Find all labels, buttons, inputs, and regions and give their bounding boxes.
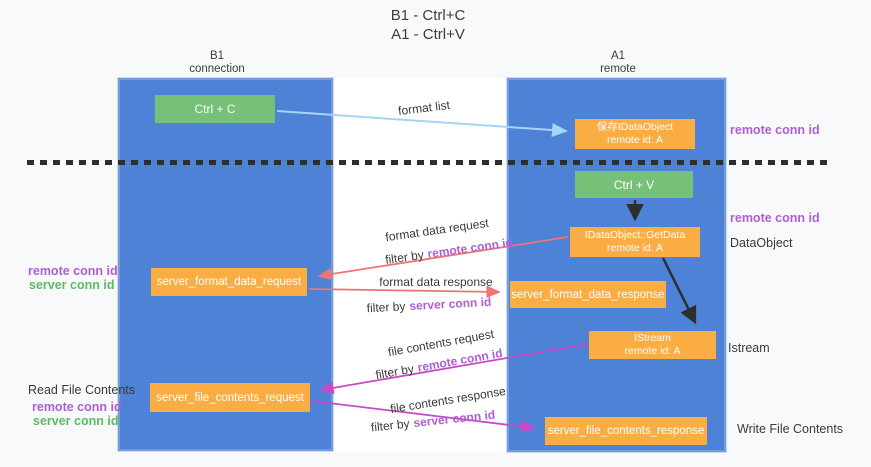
save-idataobject-line2: remote id: A bbox=[606, 134, 664, 146]
label-server-conn-id-left-1: server conn id bbox=[29, 278, 115, 292]
server-format-data-request-label: server_format_data_request bbox=[156, 276, 302, 288]
label-remote-conn-id-right-1: remote conn id bbox=[730, 123, 820, 137]
label-server-conn-id-left-2: server conn id bbox=[33, 414, 119, 428]
ctrl-c-box: Ctrl + C bbox=[155, 95, 275, 123]
getdata-line1: IDataObject::GetData bbox=[584, 229, 686, 241]
label-read-file-contents: Read File Contents bbox=[28, 383, 136, 397]
label-remote-conn-id-right-2: remote conn id bbox=[730, 211, 820, 225]
label-remote-conn-id-left-1: remote conn id bbox=[28, 264, 118, 278]
ctrl-v-label: Ctrl + V bbox=[613, 177, 655, 192]
istream-line1: IStream bbox=[634, 332, 671, 344]
server-file-contents-request-box: server_file_contents_request bbox=[150, 383, 310, 412]
lane-b1-name: B1 bbox=[209, 50, 225, 62]
getdata-line2: remote id: A bbox=[606, 242, 664, 254]
idataobject-getdata-box: IDataObject::GetData remote id: A bbox=[570, 227, 700, 257]
title-line-2: A1 - Ctrl+V bbox=[391, 26, 465, 43]
lane-b1-role: connection bbox=[189, 63, 245, 75]
ctrl-v-box: Ctrl + V bbox=[575, 171, 693, 198]
save-idataobject-line1: 保存IDataObject bbox=[596, 121, 674, 133]
label-write-file-contents: Write File Contents bbox=[737, 422, 844, 436]
label-format-data-response: format data response bbox=[379, 275, 493, 289]
server-file-contents-response-box: server_file_contents_response bbox=[545, 417, 707, 445]
server-format-data-request-box: server_format_data_request bbox=[151, 268, 307, 296]
server-format-data-response-box: server_format_data_response bbox=[510, 281, 666, 308]
diagram-title: B1 - Ctrl+C A1 - Ctrl+V bbox=[318, 6, 538, 44]
dashed-divider bbox=[27, 160, 832, 165]
istream-line2: remote id: A bbox=[624, 345, 681, 357]
server-file-contents-response-label: server_file_contents_response bbox=[547, 425, 705, 437]
lane-header-a1: A1 remote bbox=[548, 50, 688, 76]
save-idataobject-box: 保存IDataObject remote id: A bbox=[575, 119, 695, 149]
title-line-1: B1 - Ctrl+C bbox=[390, 7, 466, 24]
lane-header-b1: B1 connection bbox=[147, 50, 287, 76]
istream-box: IStream remote id: A bbox=[589, 331, 716, 359]
filter-by-prefix: filter by bbox=[366, 299, 406, 316]
label-istream: Istream bbox=[728, 341, 770, 355]
server-format-data-response-label: server_format_data_response bbox=[511, 288, 665, 301]
label-remote-conn-id-left-2: remote conn id bbox=[32, 400, 122, 414]
lane-a1-name: A1 bbox=[610, 50, 626, 62]
ctrl-c-label: Ctrl + C bbox=[194, 102, 236, 116]
label-dataobject: DataObject bbox=[730, 236, 793, 250]
server-file-contents-request-label: server_file_contents_request bbox=[156, 391, 304, 404]
lane-a1-role: remote bbox=[600, 63, 636, 75]
